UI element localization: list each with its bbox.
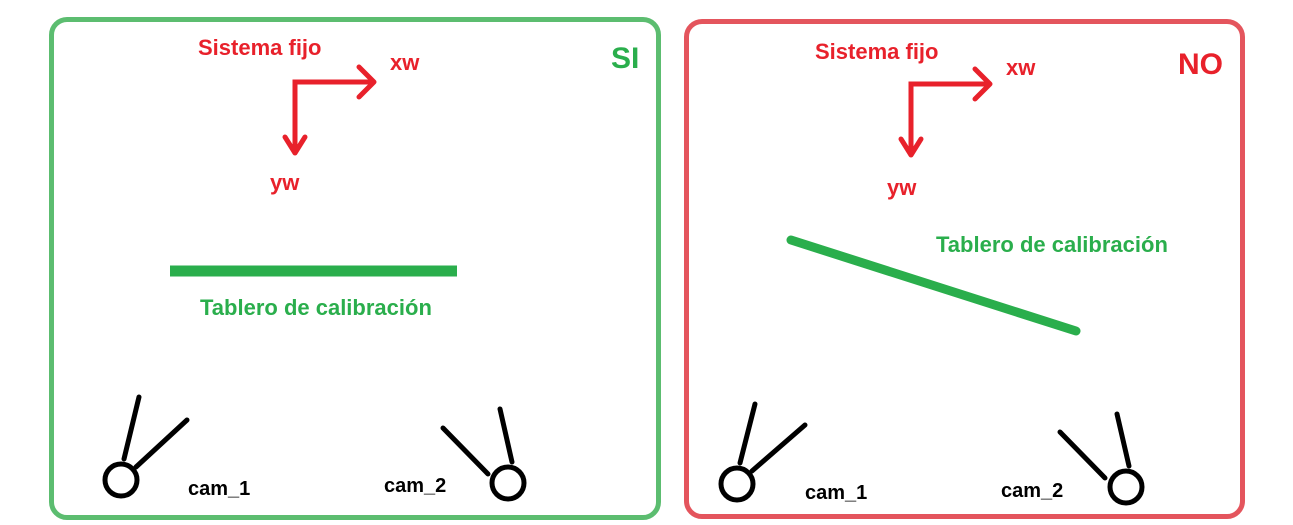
right-y-arrowhead bbox=[898, 136, 924, 158]
left-x-axis-arrow bbox=[292, 79, 373, 154]
right-cam-2-label: cam_2 bbox=[1001, 480, 1064, 502]
right-x-arrowhead bbox=[972, 66, 993, 102]
left-y-arrowhead bbox=[282, 134, 308, 156]
right-x-axis-arrow bbox=[908, 81, 989, 156]
panel-si bbox=[49, 17, 661, 520]
right-y-axis-label: yw bbox=[887, 175, 917, 200]
left-cam-1-label: cam_1 bbox=[188, 478, 251, 500]
left-cam-1-icon bbox=[102, 394, 190, 499]
left-board-label: Tablero de calibración bbox=[200, 295, 432, 320]
left-verdict-label: SI bbox=[611, 42, 640, 75]
left-y-axis-label: yw bbox=[270, 170, 300, 195]
left-cam-2-label: cam_2 bbox=[384, 475, 447, 497]
right-coordinate-axes bbox=[898, 66, 993, 158]
right-cam-2-icon bbox=[1057, 411, 1145, 506]
right-cam-1-icon bbox=[718, 401, 808, 503]
left-coordinate-axes bbox=[282, 64, 377, 156]
left-frame-label: Sistema fijo bbox=[198, 35, 322, 60]
right-x-axis-label: xw bbox=[1006, 55, 1036, 80]
right-cam-1-label: cam_1 bbox=[805, 482, 868, 504]
panel-no bbox=[684, 19, 1245, 519]
right-verdict-label: NO bbox=[1178, 48, 1223, 81]
right-frame-label: Sistema fijo bbox=[815, 39, 939, 64]
right-board-label: Tablero de calibración bbox=[936, 232, 1168, 257]
left-x-axis-label: xw bbox=[390, 50, 420, 75]
left-cam-2-icon bbox=[440, 406, 527, 502]
right-calibration-board bbox=[786, 235, 1081, 336]
left-x-arrowhead bbox=[356, 64, 377, 100]
